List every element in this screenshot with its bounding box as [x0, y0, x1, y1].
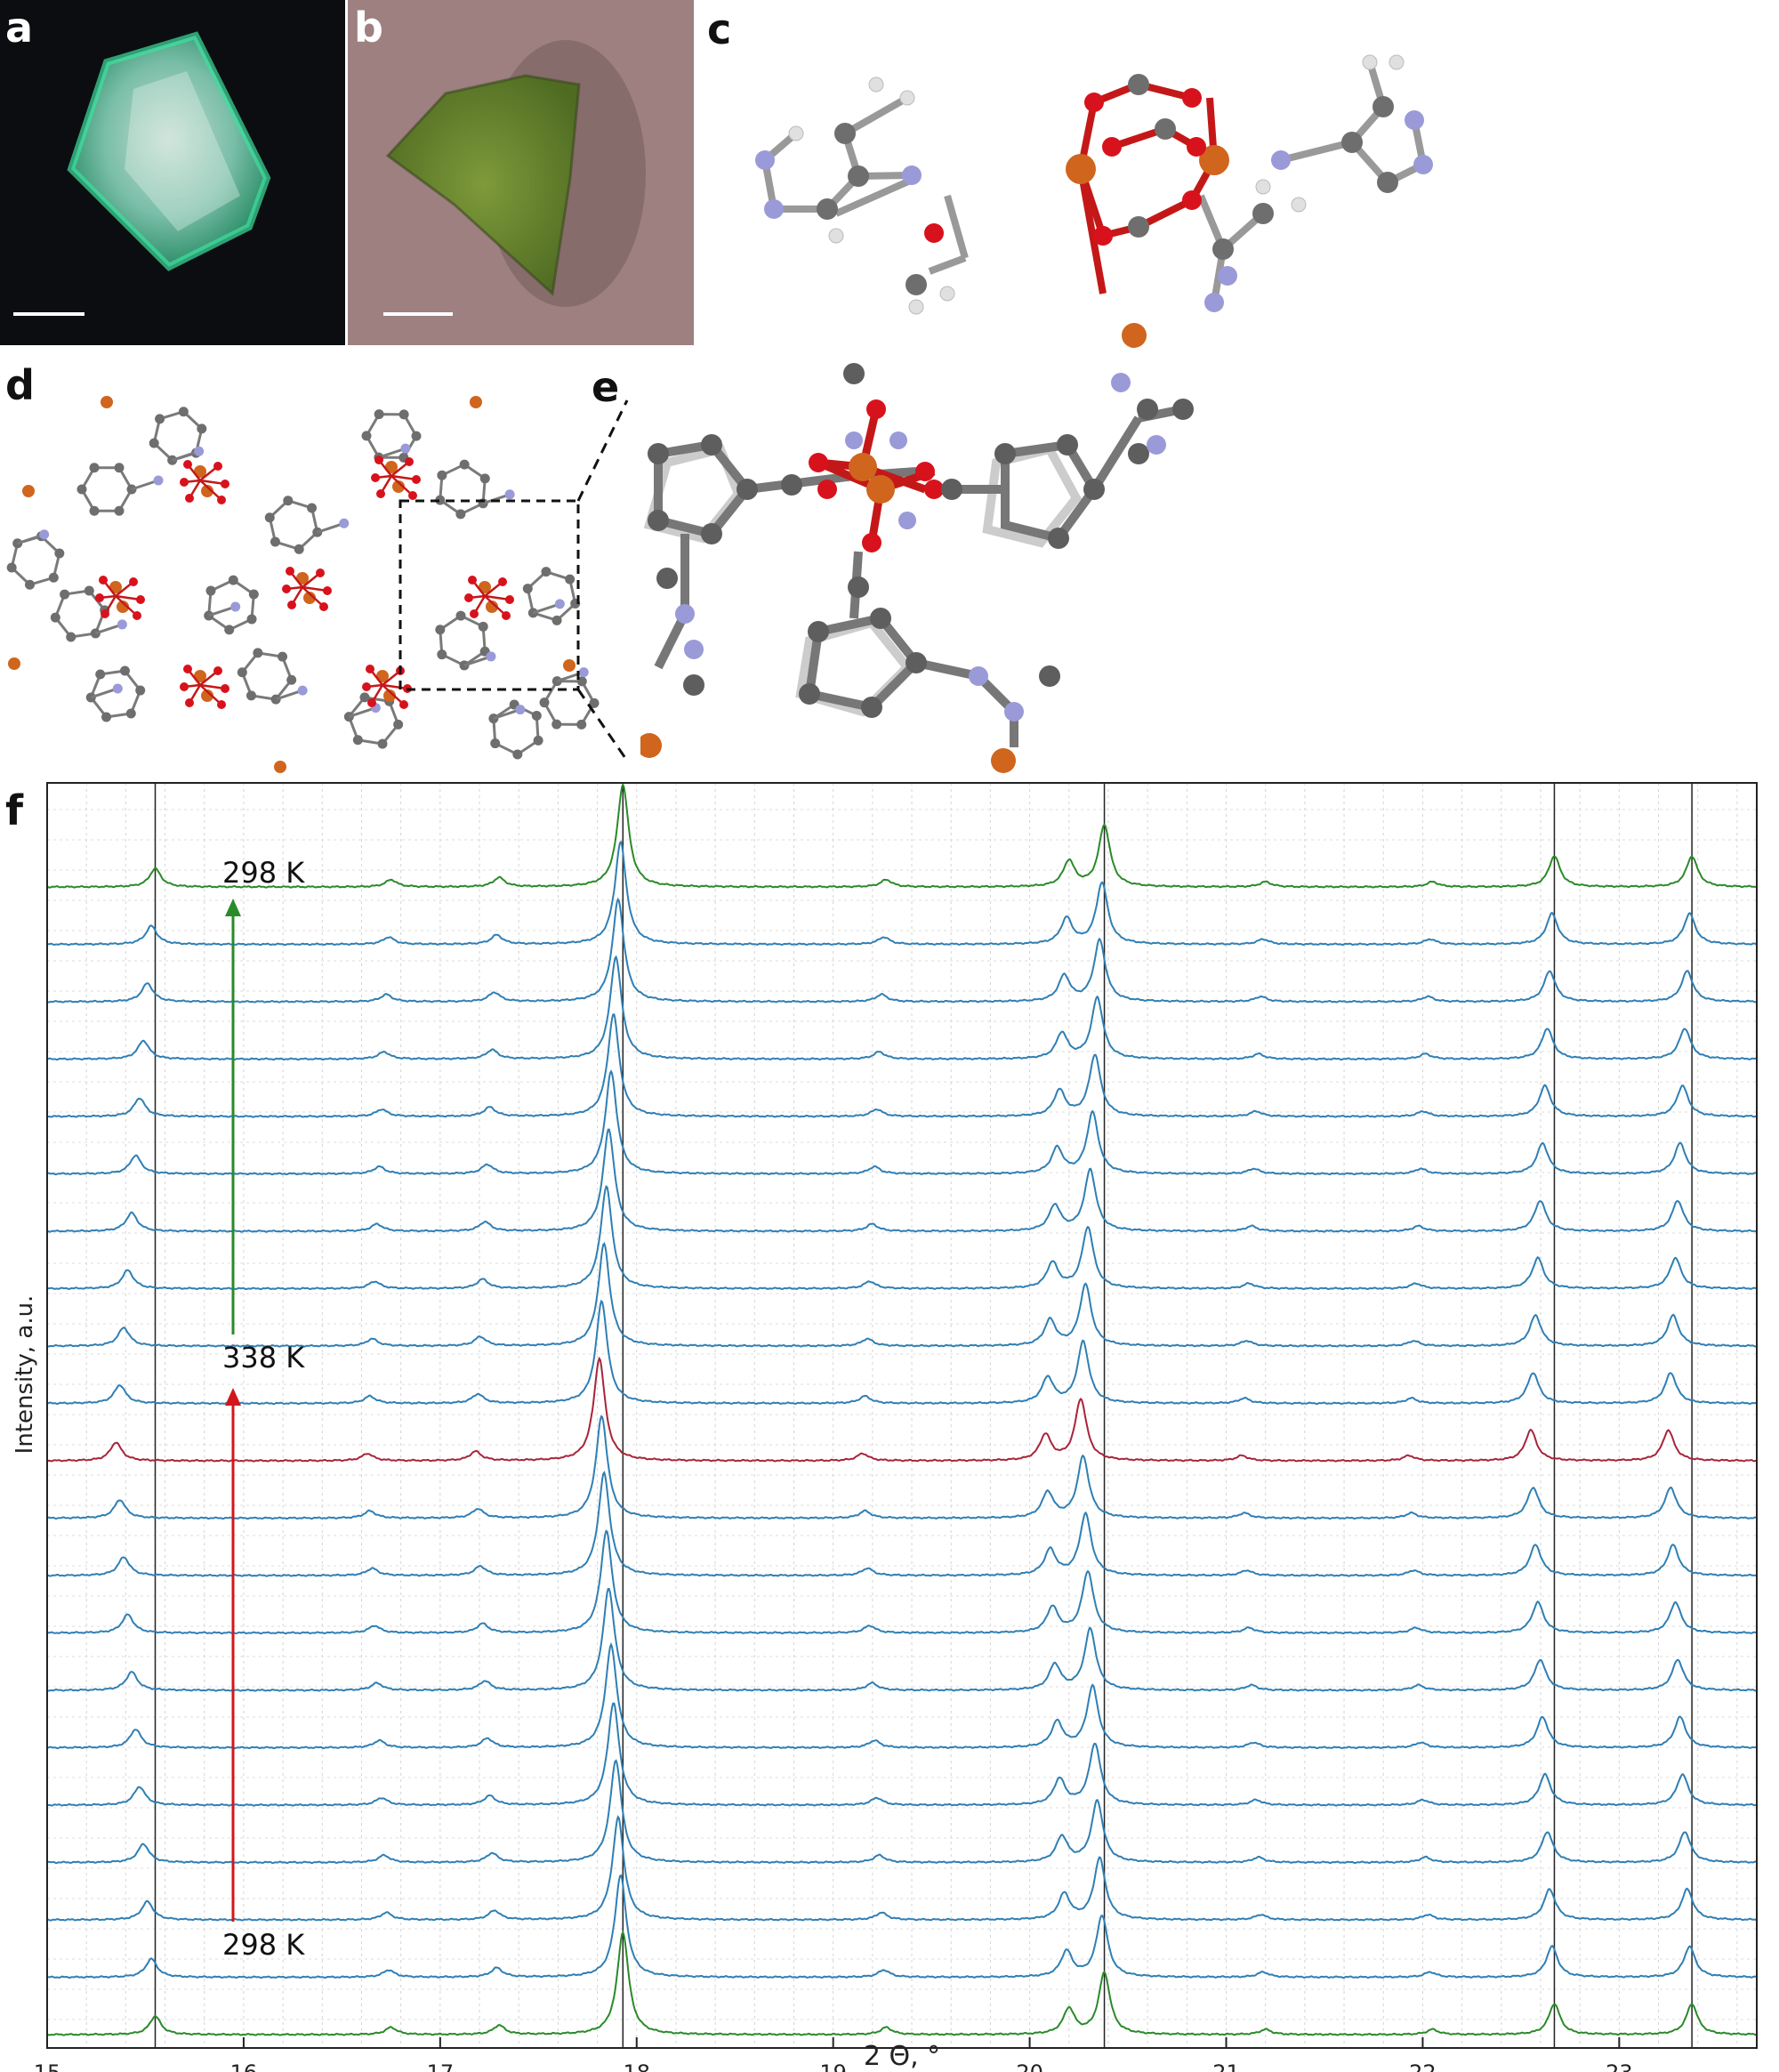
annotation-298K-top: 298 K — [222, 856, 305, 890]
x-tick-label: 16 — [230, 2060, 258, 2072]
xrd-pattern-line — [46, 897, 1758, 1004]
chart-grid — [46, 783, 1757, 2048]
annotation-label: 298 K — [222, 856, 305, 890]
panel-b-photo — [348, 0, 694, 345]
panel-label-b: b — [354, 4, 383, 52]
crystal-b-image — [383, 40, 646, 316]
x-tick-label: 22 — [1409, 2060, 1437, 2072]
zoom-connector-lines — [398, 399, 629, 762]
xrd-pattern-line — [46, 1415, 1758, 1520]
xrd-pattern-line — [46, 1529, 1758, 1635]
x-tick-label: 19 — [819, 2060, 847, 2072]
xrd-pattern-line — [46, 1759, 1758, 1865]
xrd-pattern-line — [47, 1815, 1758, 1922]
x-tick-label: 17 — [427, 2060, 455, 2072]
x-axis-label: 2 Θ, ° — [864, 2041, 940, 2072]
xrd-pattern-line — [46, 1069, 1758, 1176]
panel-a-photo — [0, 0, 345, 345]
xrd-pattern-line — [46, 955, 1758, 1061]
x-tick-label: 23 — [1606, 2060, 1633, 2072]
xrd-chart: 15 16 17 18 19 20 21 22 23 Intensity, a.u. 2 Θ, … — [12, 782, 1758, 2072]
xrd-pattern-line — [46, 782, 1758, 889]
annotation-label: 298 K — [222, 1928, 305, 1962]
panel-label-f: f — [5, 786, 24, 834]
zoom-box — [398, 499, 580, 691]
annotation-298K-bottom: 298 K — [222, 1928, 305, 1962]
arrow-head — [225, 899, 241, 916]
xrd-pattern-line — [46, 1641, 1758, 1750]
annotation-arrows — [225, 899, 241, 1922]
xrd-pattern-line — [46, 1185, 1757, 1291]
xrd-pattern-line — [46, 1356, 1757, 1463]
xrd-pattern-line — [46, 1128, 1758, 1233]
annotation-label: 338 K — [222, 1341, 305, 1375]
xrd-pattern-line — [46, 1013, 1757, 1118]
annotation-338K: 338 K — [222, 1341, 305, 1375]
panel-label-a: a — [5, 4, 34, 52]
xrd-pattern-line — [46, 1587, 1758, 1692]
xrd-pattern-line — [46, 840, 1758, 947]
xrd-pattern-line — [47, 1874, 1758, 1979]
arrow-head — [225, 1388, 241, 1406]
xrd-pattern-line — [46, 1471, 1758, 1577]
y-axis-label: Intensity, a.u. — [12, 1295, 38, 1455]
x-tick-label: 21 — [1212, 2060, 1240, 2072]
plot-frame — [46, 782, 1758, 2049]
panel-c-molecule — [755, 54, 1433, 315]
panel-label-c: c — [707, 5, 732, 53]
x-tick-label: 20 — [1016, 2060, 1043, 2072]
x-tick-label: 15 — [34, 2060, 61, 2072]
crystal-a-image — [13, 31, 271, 316]
xrd-pattern-line — [46, 1930, 1758, 2036]
reference-lines — [154, 783, 1693, 2048]
x-axis-ticks: 15 16 17 18 19 20 21 22 23 — [34, 2037, 1633, 2072]
xrd-pattern-line — [46, 1299, 1758, 1406]
xrd-pattern-line — [46, 1702, 1758, 1807]
xrd-pattern-line — [46, 1241, 1758, 1348]
x-tick-label: 18 — [623, 2060, 650, 2072]
metal-atoms — [1066, 145, 1229, 184]
panel-label-d: d — [5, 361, 35, 409]
panel-label-e: e — [592, 363, 620, 411]
chart-series-group — [46, 782, 1758, 2036]
panel-d-packing — [6, 396, 600, 773]
panel-e-fragment — [640, 323, 1194, 773]
